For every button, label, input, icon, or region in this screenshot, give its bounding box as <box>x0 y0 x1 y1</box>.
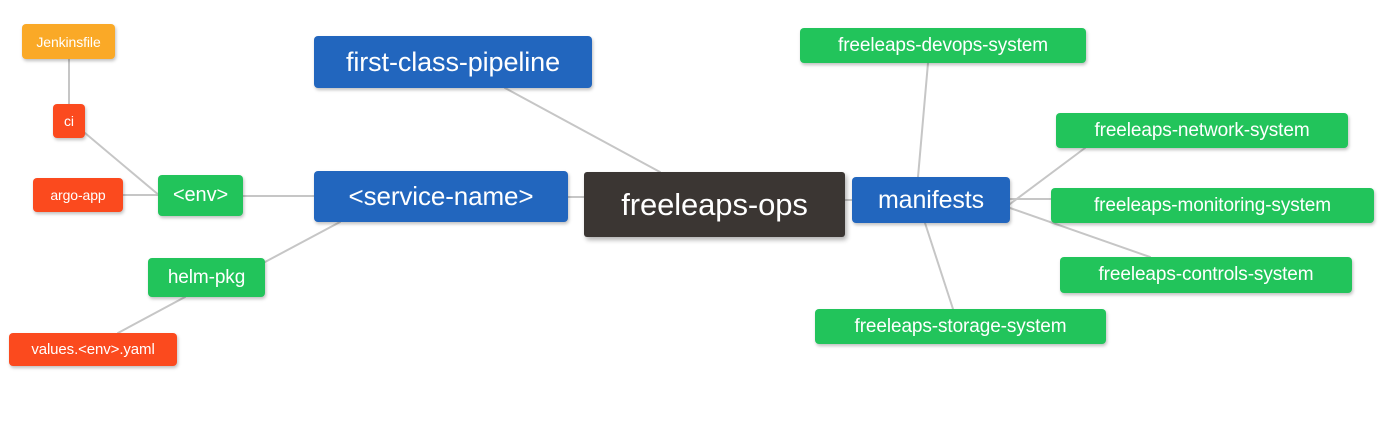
node-helm-pkg[interactable]: helm-pkg <box>148 258 265 297</box>
node-ci[interactable]: ci <box>53 104 85 138</box>
node-freeleaps-monitoring-system[interactable]: freeleaps-monitoring-system <box>1051 188 1374 223</box>
edge-helm-pkg-to-service-name <box>264 221 341 263</box>
node-jenkinsfile[interactable]: Jenkinsfile <box>22 24 115 59</box>
node-service-name[interactable]: <service-name> <box>314 171 568 222</box>
edge-values-yaml-to-helm-pkg <box>117 296 186 334</box>
node-freeleaps-storage-system[interactable]: freeleaps-storage-system <box>815 309 1106 344</box>
node-label: <env> <box>172 184 229 206</box>
node-label: argo-app <box>50 187 106 203</box>
node-label: freeleaps-network-system <box>1094 119 1310 141</box>
node-freeleaps-ops[interactable]: freeleaps-ops <box>584 172 845 237</box>
node-label: freeleaps-ops <box>621 186 808 222</box>
node-label: Jenkinsfile <box>36 33 101 50</box>
node-label: freeleaps-controls-system <box>1098 264 1314 285</box>
node-argo-app[interactable]: argo-app <box>33 178 123 212</box>
node-label: ci <box>64 113 74 129</box>
node-label: helm-pkg <box>167 266 246 288</box>
node-freeleaps-controls-system[interactable]: freeleaps-controls-system <box>1060 257 1352 293</box>
node-freeleaps-network-system[interactable]: freeleaps-network-system <box>1056 113 1348 148</box>
node-label: freeleaps-monitoring-system <box>1094 194 1331 216</box>
node-label: first-class-pipeline <box>345 46 561 77</box>
node-values-yaml[interactable]: values.<env>.yaml <box>9 333 177 366</box>
edge-first-class-pipeline-to-freeleaps-ops <box>504 87 661 173</box>
node-label: values.<env>.yaml <box>31 341 155 358</box>
node-freeleaps-devops-system[interactable]: freeleaps-devops-system <box>800 28 1086 63</box>
edge-manifests-to-freeleaps-devops-system <box>917 62 929 178</box>
node-label: freeleaps-devops-system <box>838 34 1048 56</box>
node-first-class-pipeline[interactable]: first-class-pipeline <box>314 36 592 88</box>
node-label: freeleaps-storage-system <box>854 315 1067 337</box>
node-manifests[interactable]: manifests <box>852 177 1010 223</box>
node-label: <service-name> <box>348 181 534 211</box>
edge-manifests-to-freeleaps-storage-system <box>924 222 954 310</box>
node-env[interactable]: <env> <box>158 175 243 216</box>
node-label: manifests <box>877 185 985 214</box>
